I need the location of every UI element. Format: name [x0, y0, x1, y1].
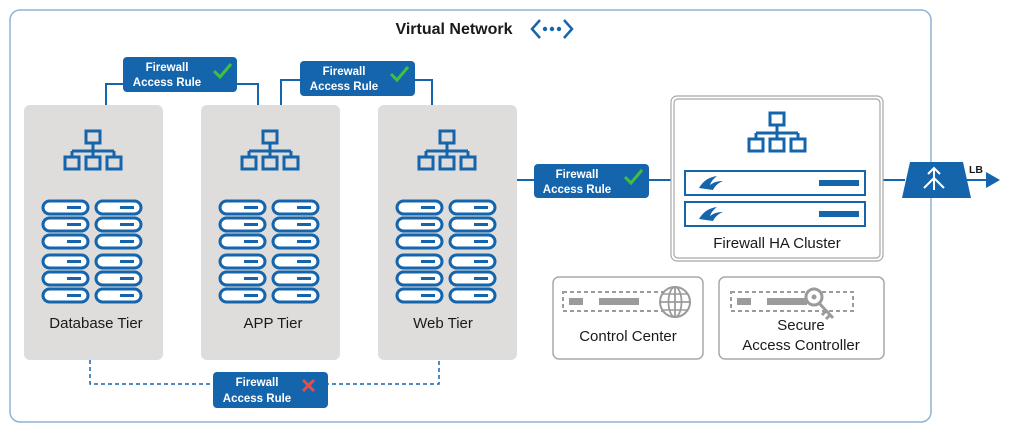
firewall-rule-badge: Firewall Access Rule [534, 164, 649, 198]
virtual-network-icon [530, 19, 574, 39]
cross-icon [301, 378, 316, 393]
key-icon [804, 287, 835, 321]
cluster-label: Firewall HA Cluster [713, 235, 841, 252]
svg-text:Access Rule: Access Rule [543, 184, 611, 196]
firewall-ha-cluster: Firewall HA Cluster [670, 95, 884, 262]
control-center-label: Control Center [579, 328, 677, 345]
svg-text:Access Rule: Access Rule [223, 393, 291, 405]
control-center: Control Center [552, 276, 704, 360]
diagram-title: Virtual Network [395, 21, 512, 38]
sac-label-line1: Secure [777, 317, 825, 334]
svg-text:Access Rule: Access Rule [310, 81, 378, 93]
app-tier: APP Tier [201, 105, 340, 360]
database-tier: Database Tier [24, 105, 163, 360]
arrow-right-icon [986, 172, 1000, 188]
svg-text:Firewall: Firewall [323, 66, 366, 78]
svg-text:Firewall: Firewall [236, 377, 279, 389]
check-icon [212, 63, 233, 80]
svg-text:Access Rule: Access Rule [133, 77, 201, 89]
lb-label: LB [969, 164, 983, 176]
firewall-rule-badge: Firewall Access Rule [213, 372, 328, 408]
web-tier: Web Tier [378, 105, 517, 360]
tier-label: Web Tier [413, 315, 473, 332]
tier-label: APP Tier [244, 315, 303, 332]
firewall-rule-badge: Firewall Access Rule [123, 57, 237, 92]
check-icon [389, 66, 410, 83]
load-balancer: LB [902, 162, 1000, 198]
firewall-rule-badge: Firewall Access Rule [300, 61, 415, 96]
svg-text:Firewall: Firewall [556, 169, 599, 181]
check-icon [623, 169, 644, 186]
secure-access-controller: Secure Access Controller [718, 276, 885, 360]
firewall-appliance [684, 170, 866, 196]
svg-text:Firewall: Firewall [146, 62, 189, 74]
firewall-appliance [684, 201, 866, 227]
globe-icon [659, 286, 691, 318]
tier-label: Database Tier [49, 315, 142, 332]
sac-label-line2: Access Controller [742, 337, 860, 354]
